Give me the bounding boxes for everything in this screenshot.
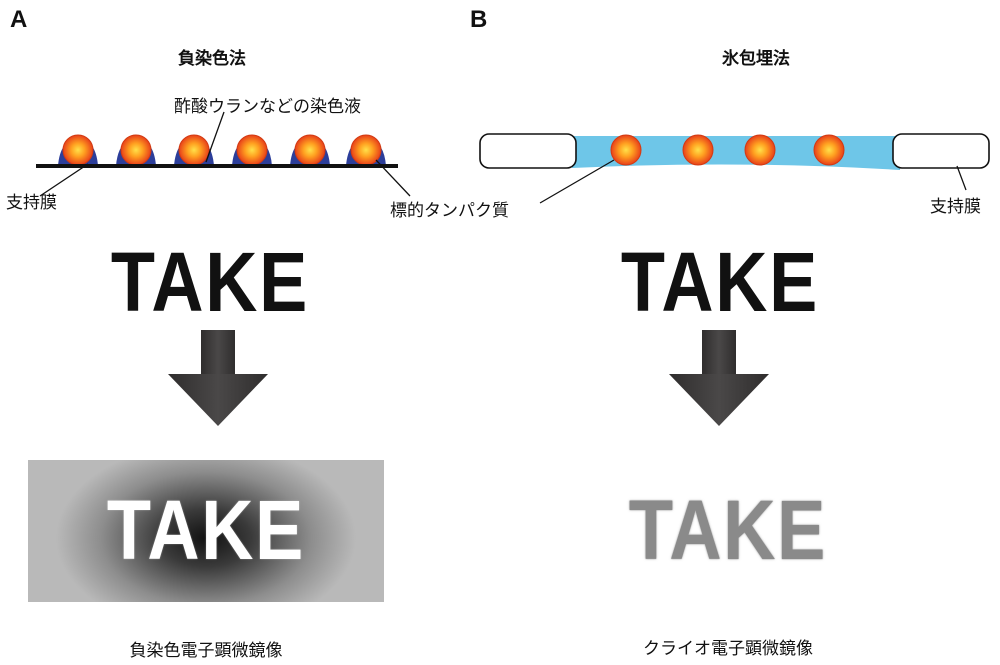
panel-a-letter: A — [10, 6, 28, 33]
support-film-label-b: 支持膜 — [930, 197, 981, 217]
panel-a-title: 負染色法 — [178, 49, 246, 69]
target-protein-label: 標的タンパク質 — [390, 201, 509, 221]
stain-solution-label: 酢酸ウランなどの染色液 — [174, 97, 361, 117]
panel-b-title: 氷包埋法 — [722, 49, 790, 69]
take-image-a: TAKE — [106, 483, 306, 577]
caption-b: クライオ電子顕微鏡像 — [643, 639, 813, 659]
arrow-b — [669, 330, 769, 426]
panel-b-letter: B — [470, 6, 488, 33]
negative-stain-schematic — [36, 111, 411, 197]
arrow-a — [168, 330, 268, 426]
support-film-label-a: 支持膜 — [6, 193, 57, 213]
take-text-b: TAKE — [620, 235, 820, 329]
take-image-b: TAKE — [628, 483, 828, 577]
negative-stain-em-image — [28, 460, 384, 602]
caption-a: 負染色電子顕微鏡像 — [129, 641, 283, 661]
take-text-a: TAKE — [110, 235, 310, 329]
ice-embedding-schematic — [479, 133, 990, 204]
